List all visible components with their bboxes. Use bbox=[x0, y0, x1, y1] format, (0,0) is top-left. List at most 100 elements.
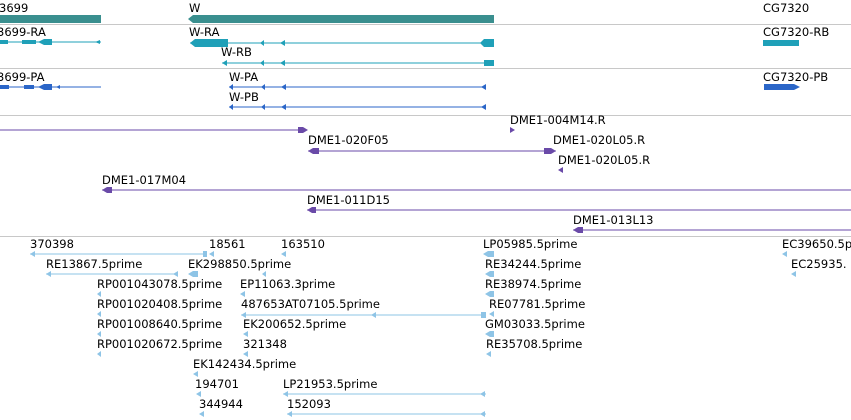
transcript-label: W-PB bbox=[229, 90, 259, 104]
est-feature[interactable]: EK142434.5prime bbox=[193, 357, 296, 377]
est-feature[interactable]: 194701 bbox=[195, 377, 239, 397]
transcript-feature[interactable]: 3699-RA bbox=[0, 25, 101, 45]
est-feature[interactable]: 321348 bbox=[243, 337, 287, 357]
clone-feature[interactable]: DME1-020L05.R bbox=[553, 133, 645, 147]
est-marker bbox=[243, 331, 248, 337]
clone-marker bbox=[573, 227, 583, 233]
exon bbox=[24, 85, 34, 89]
transcript-feature[interactable]: W-RB bbox=[221, 45, 494, 66]
clone-marker bbox=[298, 127, 308, 133]
transcript-track-a: 3699-RA W-RA W-RB CG7320-RB bbox=[0, 25, 829, 66]
gene-bar bbox=[0, 15, 101, 23]
est-marker bbox=[241, 312, 246, 318]
direction-arrow bbox=[281, 84, 286, 90]
transcript-feature[interactable]: W-PB bbox=[229, 90, 486, 110]
est-label: RP001043078.5prime bbox=[97, 277, 222, 291]
exon bbox=[0, 40, 8, 44]
est-feature[interactable]: 487653AT07105.5prime bbox=[241, 297, 486, 318]
transcript-label: CG7320-PB bbox=[763, 70, 828, 84]
transcript-feature[interactable]: CG7320-PB bbox=[763, 70, 828, 90]
transcript-feature[interactable]: W-RA bbox=[189, 25, 494, 47]
transcript-feature[interactable]: 3699-PA bbox=[0, 70, 101, 90]
est-feature[interactable]: RE34244.5prime bbox=[485, 257, 581, 277]
est-marker bbox=[240, 291, 245, 297]
est-feature[interactable]: 163510 bbox=[281, 237, 325, 257]
clone-feature[interactable] bbox=[0, 127, 308, 133]
est-marker bbox=[485, 331, 494, 337]
est-label: 487653AT07105.5prime bbox=[241, 297, 380, 311]
exon-arrow bbox=[480, 39, 494, 47]
est-label: 194701 bbox=[195, 377, 239, 391]
direction-arrow bbox=[280, 60, 285, 66]
est-feature[interactable]: RP001043078.5prime bbox=[97, 277, 222, 297]
direction-arrow bbox=[56, 85, 60, 89]
gene-feature[interactable]: 3699 bbox=[0, 1, 101, 23]
est-feature[interactable]: 152093 bbox=[287, 397, 486, 417]
direction-arrow bbox=[481, 84, 486, 90]
est-feature[interactable]: EP11063.3prime bbox=[240, 277, 335, 297]
est-marker bbox=[281, 251, 286, 257]
est-marker bbox=[483, 251, 494, 257]
est-marker bbox=[30, 251, 35, 257]
clone-label: DME1-020L05.R bbox=[558, 153, 650, 167]
clone-marker bbox=[308, 148, 319, 154]
est-feature[interactable]: GM03033.5prime bbox=[485, 317, 585, 337]
est-marker bbox=[287, 411, 292, 417]
est-feature[interactable]: EK200652.5prime bbox=[243, 317, 346, 337]
est-feature[interactable]: RE35708.5prime bbox=[486, 337, 582, 357]
exon bbox=[0, 85, 9, 89]
clone-feature[interactable]: DME1-004M14.R bbox=[510, 113, 606, 133]
gene-feature[interactable]: W bbox=[188, 1, 494, 23]
est-label: 321348 bbox=[243, 337, 287, 351]
est-label: RP001020672.5prime bbox=[97, 337, 222, 351]
transcript-feature[interactable]: W-PA bbox=[229, 70, 486, 90]
direction-arrow bbox=[260, 60, 264, 66]
est-feature[interactable]: 18561 bbox=[209, 237, 246, 257]
est-label: LP05985.5prime bbox=[483, 237, 577, 251]
est-marker bbox=[262, 271, 266, 277]
est-feature[interactable]: RE13867.5prime bbox=[46, 257, 178, 277]
clone-marker bbox=[544, 148, 556, 154]
est-marker bbox=[193, 371, 198, 377]
est-label: EP11063.3prime bbox=[240, 277, 335, 291]
est-label: EK200652.5prime bbox=[243, 317, 346, 331]
est-feature[interactable]: EC25935. bbox=[791, 257, 847, 277]
exon-arrow bbox=[190, 39, 228, 47]
clone-marker bbox=[102, 187, 112, 193]
est-label: RP001020408.5prime bbox=[97, 297, 222, 311]
est-feature[interactable]: EC39650.5p bbox=[782, 237, 851, 257]
gene-track: 3699 W CG7320 bbox=[0, 1, 809, 23]
direction-arrow bbox=[229, 104, 233, 110]
gene-label: CG7320 bbox=[763, 1, 809, 15]
est-label: RE07781.5prime bbox=[489, 297, 585, 311]
est-feature[interactable]: RP001020408.5prime bbox=[97, 297, 222, 317]
clone-feature[interactable]: DME1-017M04 bbox=[102, 173, 851, 193]
est-feature[interactable]: LP05985.5prime bbox=[483, 237, 577, 257]
gene-label: W bbox=[189, 1, 200, 15]
clone-feature[interactable]: DME1-013L13 bbox=[573, 213, 851, 233]
est-feature[interactable]: LP21953.5prime bbox=[283, 377, 486, 397]
est-marker bbox=[485, 291, 494, 297]
exon bbox=[484, 60, 494, 66]
direction-arrow bbox=[260, 40, 264, 46]
transcript-track-b: 3699-PA W-PA W-PB CG7320-PB bbox=[0, 70, 828, 110]
transcript-feature[interactable]: CG7320-RB bbox=[763, 25, 829, 46]
est-label: EC39650.5p bbox=[782, 237, 851, 251]
est-feature[interactable]: RP001020672.5prime bbox=[97, 337, 222, 357]
clone-feature[interactable]: DME1-020L05.R bbox=[558, 153, 650, 173]
clone-feature[interactable]: DME1-011D15 bbox=[307, 193, 851, 213]
est-track: 370398 18561 163510 LP05985.5prime EC396… bbox=[30, 237, 851, 417]
est-feature[interactable]: RP001008640.5prime bbox=[97, 317, 222, 337]
est-feature[interactable]: EK298850.5prime bbox=[188, 257, 291, 277]
gene-bar bbox=[188, 15, 494, 23]
clone-feature[interactable]: DME1-020F05 bbox=[308, 133, 556, 154]
est-label: 344944 bbox=[199, 397, 243, 411]
est-feature[interactable]: 344944 bbox=[199, 397, 243, 417]
gene-feature[interactable]: CG7320 bbox=[763, 1, 809, 15]
direction-arrow bbox=[261, 104, 265, 110]
est-feature[interactable]: RE38974.5prime bbox=[485, 277, 581, 297]
clone-marker bbox=[558, 167, 563, 173]
est-feature[interactable]: 370398 bbox=[30, 237, 207, 257]
est-feature[interactable]: RE07781.5prime bbox=[489, 297, 585, 317]
